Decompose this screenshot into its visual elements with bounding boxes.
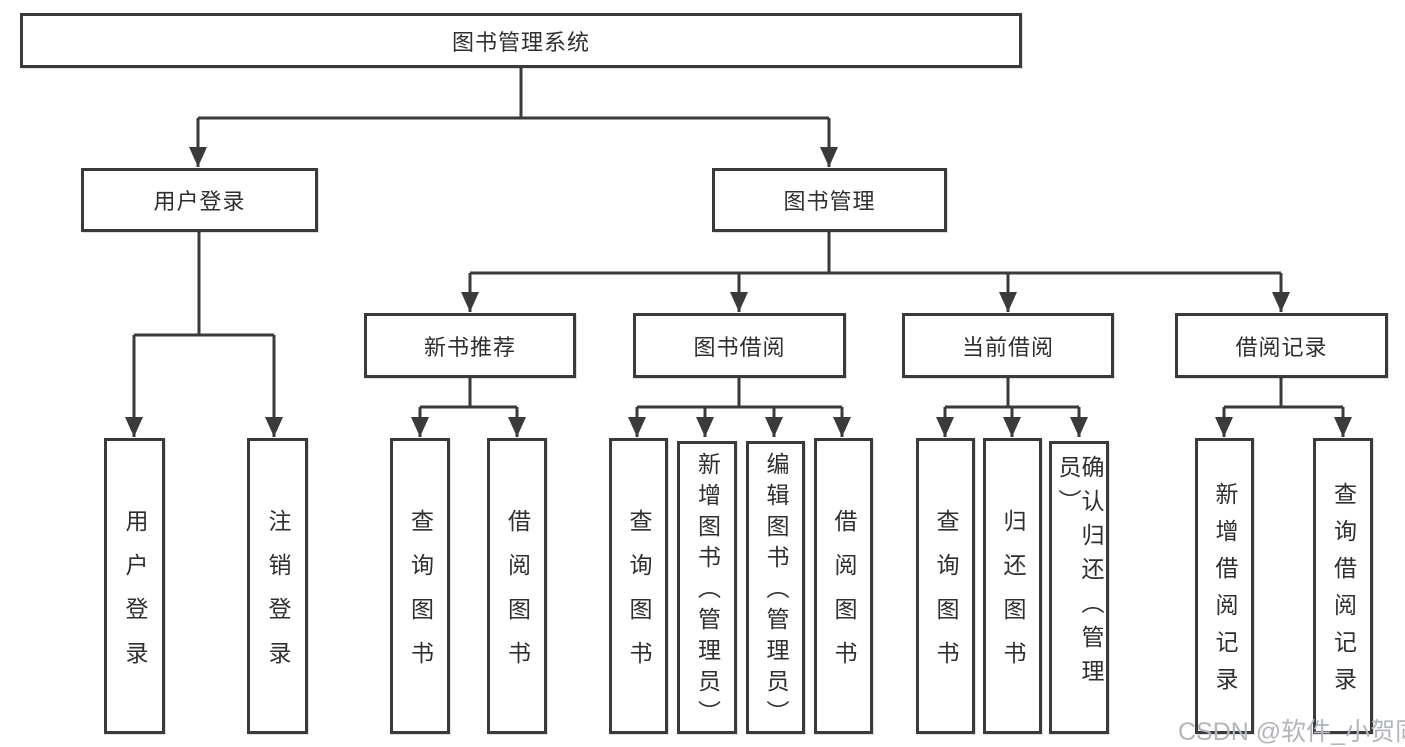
node-label: 编辑图书（管理员） [763, 452, 789, 731]
node-label: 查询图书 [933, 508, 959, 685]
node-label: 用户登录 [122, 508, 148, 685]
node-new-book-recommendation: 新书推荐 [364, 313, 576, 378]
node-label: 确认归还（管理员） [1055, 455, 1104, 693]
node-book-management-module: 图书管理 [712, 168, 947, 232]
node-label: 新增图书（管理员） [694, 452, 721, 731]
node-leaf-query-books-current: 查询图书 [916, 438, 975, 734]
node-label: 查询图书 [407, 508, 434, 685]
node-current-borrowing: 当前借阅 [902, 313, 1114, 378]
node-leaf-user-login: 用户登录 [104, 438, 165, 734]
node-leaf-return-books: 归还图书 [983, 438, 1042, 734]
node-label: 图书管理系统 [451, 29, 590, 55]
node-user-login-module: 用户登录 [81, 168, 318, 232]
csdn-watermark: CSDN @软件_小贺同学 [1178, 718, 1405, 746]
node-borrowing-records: 借阅记录 [1175, 313, 1388, 378]
node-label: 注销登录 [265, 508, 291, 685]
node-leaf-borrow-books-recommend: 借阅图书 [487, 438, 547, 734]
node-leaf-add-borrow-record: 新增借阅记录 [1195, 438, 1254, 734]
node-leaf-borrow-books: 借阅图书 [814, 438, 873, 734]
node-label: 图书借阅 [693, 334, 786, 360]
node-label: 查询图书 [626, 508, 652, 685]
node-leaf-query-books-borrowing: 查询图书 [609, 438, 668, 734]
node-library-management-system: 图书管理系统 [20, 13, 1022, 68]
node-label: 当前借阅 [961, 334, 1054, 360]
node-label: 归还图书 [1000, 508, 1026, 685]
node-label: 用户登录 [153, 189, 246, 214]
node-book-borrowing: 图书借阅 [633, 313, 846, 378]
node-label: 借阅记录 [1235, 334, 1328, 360]
node-label: 新书推荐 [423, 334, 516, 360]
node-label: 新增借阅记录 [1212, 482, 1238, 704]
node-leaf-edit-book-admin: 编辑图书（管理员） [746, 441, 805, 734]
node-leaf-confirm-return-admin: 确认归还（管理员） [1049, 441, 1109, 734]
node-leaf-add-book-admin: 新增图书（管理员） [677, 441, 737, 734]
node-label: 查询借阅记录 [1330, 482, 1357, 704]
node-leaf-logout: 注销登录 [247, 438, 308, 734]
node-leaf-query-borrow-record: 查询借阅记录 [1313, 438, 1373, 734]
node-label: 图书管理 [783, 189, 876, 214]
node-leaf-query-books-recommend: 查询图书 [390, 438, 450, 734]
node-label: 借阅图书 [504, 508, 531, 685]
node-label: 借阅图书 [831, 508, 857, 685]
